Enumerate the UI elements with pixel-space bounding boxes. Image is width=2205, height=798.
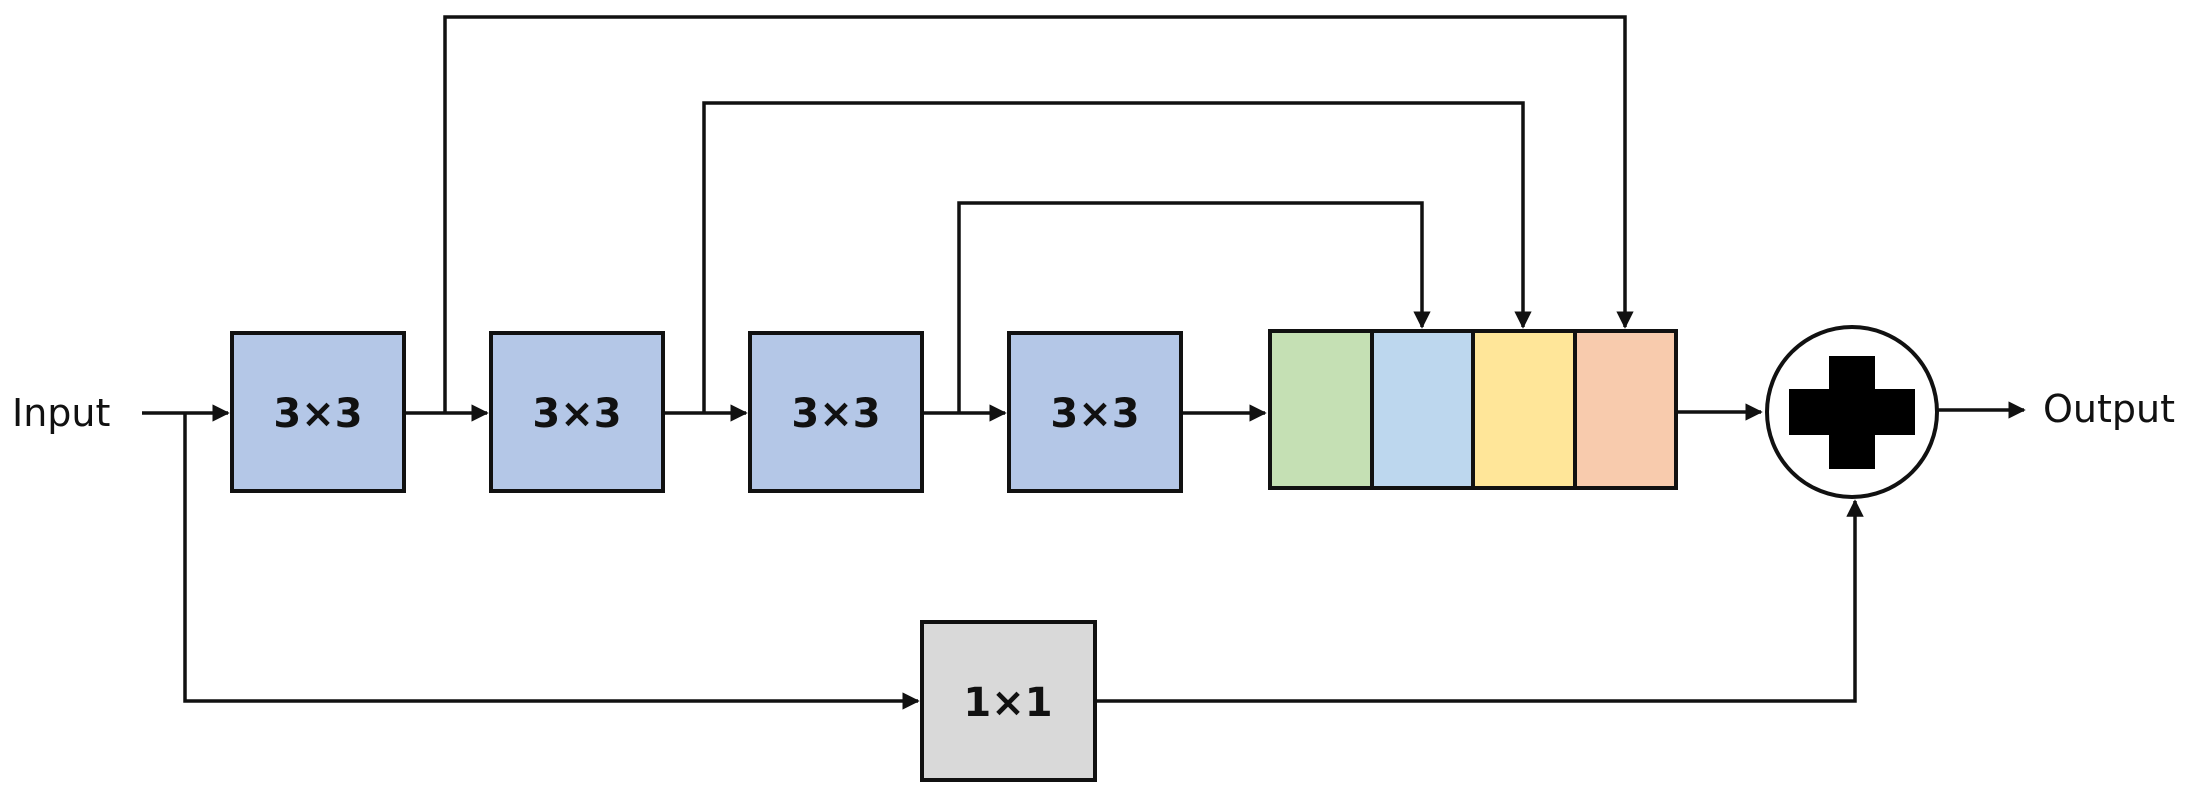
- conv-block-4: 3×3: [1007, 331, 1183, 493]
- conv-block-3: 3×3: [748, 331, 924, 493]
- conv-block-3-label: 3×3: [791, 391, 880, 437]
- concat-block: [1268, 329, 1678, 490]
- add-node: [1765, 325, 1939, 499]
- concat-segment-2: [1370, 329, 1475, 490]
- concat-segment-1: [1268, 329, 1374, 490]
- concat-segment-4: [1573, 329, 1678, 490]
- conv-block-1-label: 3×3: [273, 391, 362, 437]
- conv-block-3-box: [748, 331, 924, 493]
- plus-icon: [1789, 356, 1915, 469]
- shortcut-conv-box: [920, 620, 1097, 782]
- shortcut-conv-block: 1×1: [920, 620, 1097, 782]
- shortcut-conv-label: 1×1: [963, 680, 1052, 726]
- input-label: Input: [12, 391, 110, 435]
- output-label: Output: [2043, 387, 2175, 431]
- concat-segment-3: [1471, 329, 1577, 490]
- shortcut-1x1-to-add: [1095, 499, 1864, 703]
- conv-block-4-label: 3×3: [1050, 391, 1139, 437]
- skip-conv3-to-segment-2: [957, 201, 1431, 413]
- conv-block-2-label: 3×3: [532, 391, 621, 437]
- shortcut-input-to-1x1: [183, 413, 920, 710]
- conv-block-2: 3×3: [489, 331, 665, 493]
- skip-conv1-to-segment-4: [443, 15, 1634, 413]
- conv-block-1: 3×3: [230, 331, 406, 493]
- skip-conv2-to-segment-3: [702, 101, 1532, 413]
- conv-block-2-box: [489, 331, 665, 493]
